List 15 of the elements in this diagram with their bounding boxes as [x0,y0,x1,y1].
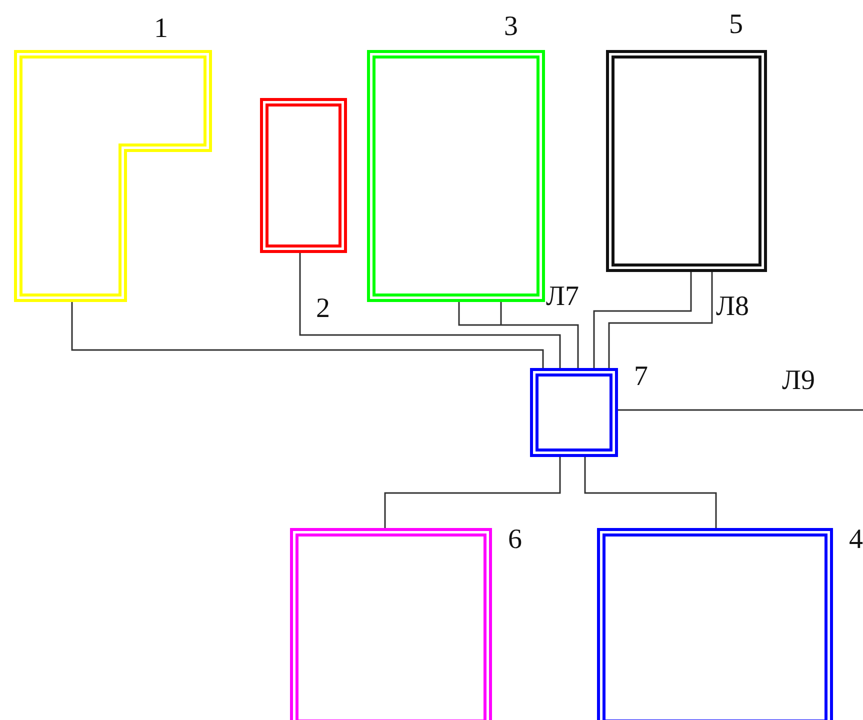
connection-line [384,457,561,528]
connection-line [608,272,713,368]
connection-line [458,301,579,369]
connection-line [584,457,717,528]
outgoing-line [618,409,863,411]
connection-line [71,302,544,368]
building-number: 6 [508,525,522,555]
connection-line [593,272,692,368]
building-number: 1 [154,14,168,44]
building-number: 7 [634,362,648,392]
building-number: 5 [729,10,743,40]
building-number: 2 [316,294,330,324]
building-number: 3 [504,12,518,42]
connection-line [299,253,561,368]
building-number: 4 [849,525,863,555]
